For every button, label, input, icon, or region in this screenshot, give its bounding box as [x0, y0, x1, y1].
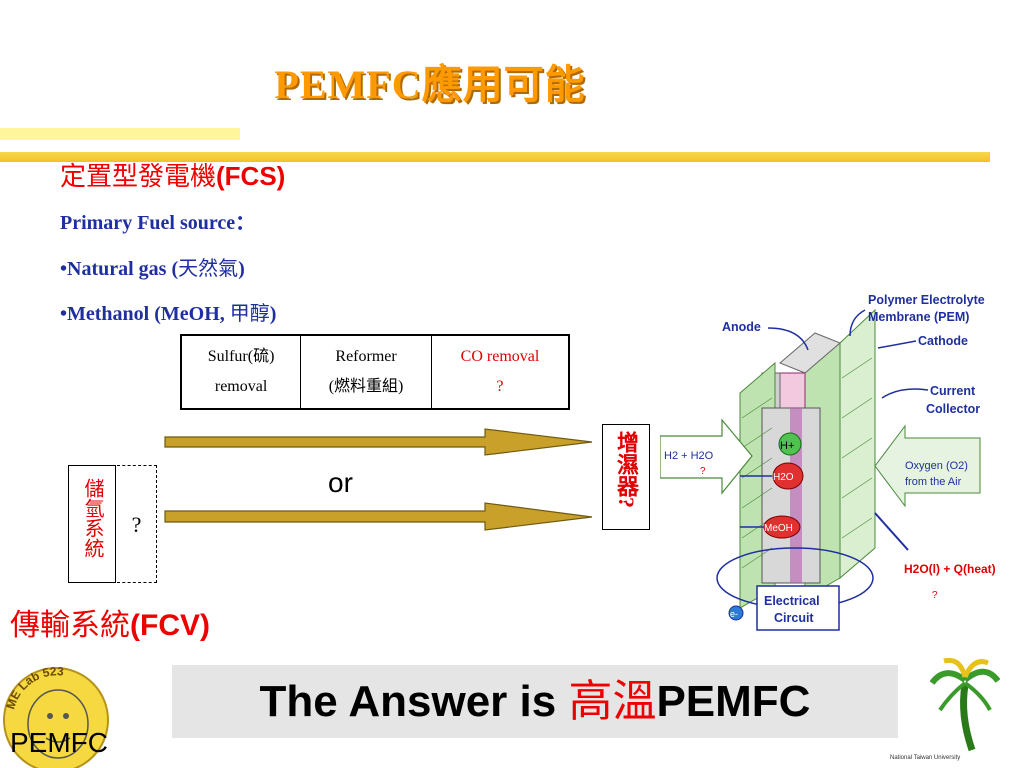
arrow-upper: [164, 428, 593, 456]
fcs-heading: 定置型發電機(FCS): [60, 156, 285, 193]
fcv-heading: 傳輸系統(FCV): [10, 600, 210, 644]
arrow-lower: [164, 502, 593, 531]
h2-input-label: H2 + H2O: [664, 450, 714, 462]
fuel-cell-diagram: H2 + H2O ? Oxygen (O2) from the Air H+ H…: [660, 293, 996, 631]
process-table: Sulfur(硫) removal Reformer (燃料重組) CO remov…: [180, 334, 570, 410]
h2-input-arrow: [660, 418, 753, 495]
fcs-heading-cjk: 定置型發電機: [60, 161, 217, 191]
h-plus-label: H+: [780, 440, 794, 452]
collector-leader: [881, 388, 929, 399]
anode-leader: [767, 327, 809, 351]
product-question: ?: [932, 590, 938, 601]
reformer-line-2: (燃料重組): [328, 378, 404, 395]
fuel-2-text: •Methanol (MeOH,: [60, 303, 230, 325]
meoh-ion-label: MeOH: [764, 523, 793, 534]
flow-arrows: [164, 428, 593, 531]
co-line-1: CO removal: [460, 348, 540, 365]
h2o-ion-label: H2O: [773, 472, 794, 483]
circuit-label-1: Electrical: [764, 594, 820, 608]
answer-highlight: 高溫: [568, 677, 657, 726]
fuel-1-cjk: 天然氣: [178, 258, 239, 280]
slide-title: PEMFC應用可能: [274, 62, 586, 107]
circuit-box: [756, 585, 840, 631]
product-arrow: [874, 512, 909, 551]
sulfur-line-1: Sulfur(硫): [207, 348, 275, 365]
collector-label-1: Current: [930, 384, 976, 398]
table-cell-co-removal: CO removal?: [430, 334, 570, 410]
hatching: [741, 357, 873, 569]
co-line-2: ?: [496, 378, 504, 395]
fuel-2-cjk: 甲醇: [229, 303, 270, 325]
storage-label: 儲氫系統: [81, 478, 103, 558]
answer-suffix: PEMFC: [656, 677, 811, 726]
fcv-heading-code: (FCV): [130, 609, 210, 642]
fuel-item-natural-gas: •Natural gas (天然氣): [60, 252, 245, 281]
fcv-heading-cjk: 傳輸系統: [10, 609, 130, 642]
or-label: or: [328, 467, 353, 498]
pem-layer: [779, 332, 841, 374]
pem-label-2: Membrane (PEM): [868, 310, 969, 324]
answer-banner: The Answer is 高溫PEMFC: [172, 665, 898, 738]
fcs-heading-code: (FCS): [216, 161, 286, 191]
me-lab-logo: ME Lab 523: [3, 664, 109, 768]
fuel-2-end: ): [269, 303, 277, 325]
circuit-label-2: Circuit: [774, 611, 814, 625]
collector-label-2: Collector: [926, 402, 980, 416]
h-plus-ion: [778, 432, 802, 456]
electron-label: e-: [730, 609, 738, 619]
fuel-1-end: ): [238, 258, 245, 280]
oxygen-arrow: [874, 424, 981, 508]
oxygen-label-1: Oxygen (O2): [905, 460, 968, 472]
electron-icon: [728, 605, 744, 621]
humidifier-label: 增濕器?: [614, 431, 639, 508]
decorative-bar-left: [0, 128, 240, 140]
cathode-label: Cathode: [918, 334, 968, 348]
decorative-bar: [0, 152, 990, 162]
product-label: H2O(l) + Q(heat): [904, 562, 996, 576]
university-caption: National Taiwan University: [890, 755, 961, 761]
fuel-1-text: •Natural gas (: [60, 258, 179, 280]
oxygen-label-2: from the Air: [905, 476, 962, 488]
pem-leader: [849, 309, 866, 337]
fuel-item-methanol: •Methanol (MeOH, 甲醇): [60, 297, 276, 326]
pem-label-1: Polymer Electrolyte: [868, 293, 985, 307]
answer-prefix: The Answer is: [259, 677, 569, 726]
sulfur-line-2: removal: [214, 378, 268, 395]
storage-question-box: ?: [117, 465, 157, 583]
h2o-ion: [772, 462, 804, 490]
table-cell-sulfur: Sulfur(硫) removal: [180, 334, 302, 410]
reformer-line-1: Reformer: [335, 348, 397, 365]
anode-label: Anode: [722, 320, 761, 334]
logo-pemfc-tag: PEMFC: [10, 727, 108, 758]
h2-input-question: ?: [700, 466, 706, 477]
hydrogen-storage-box: 儲氫系統: [68, 465, 116, 583]
table-cell-reformer: Reformer (燃料重組): [300, 334, 432, 410]
humidifier-box: 增濕器?: [602, 424, 650, 530]
palm-tree-logo: [930, 657, 1000, 752]
fuel-source-label: Primary Fuel source：: [60, 212, 256, 234]
cathode-plate: [839, 308, 876, 580]
cathode-leader: [877, 340, 917, 349]
